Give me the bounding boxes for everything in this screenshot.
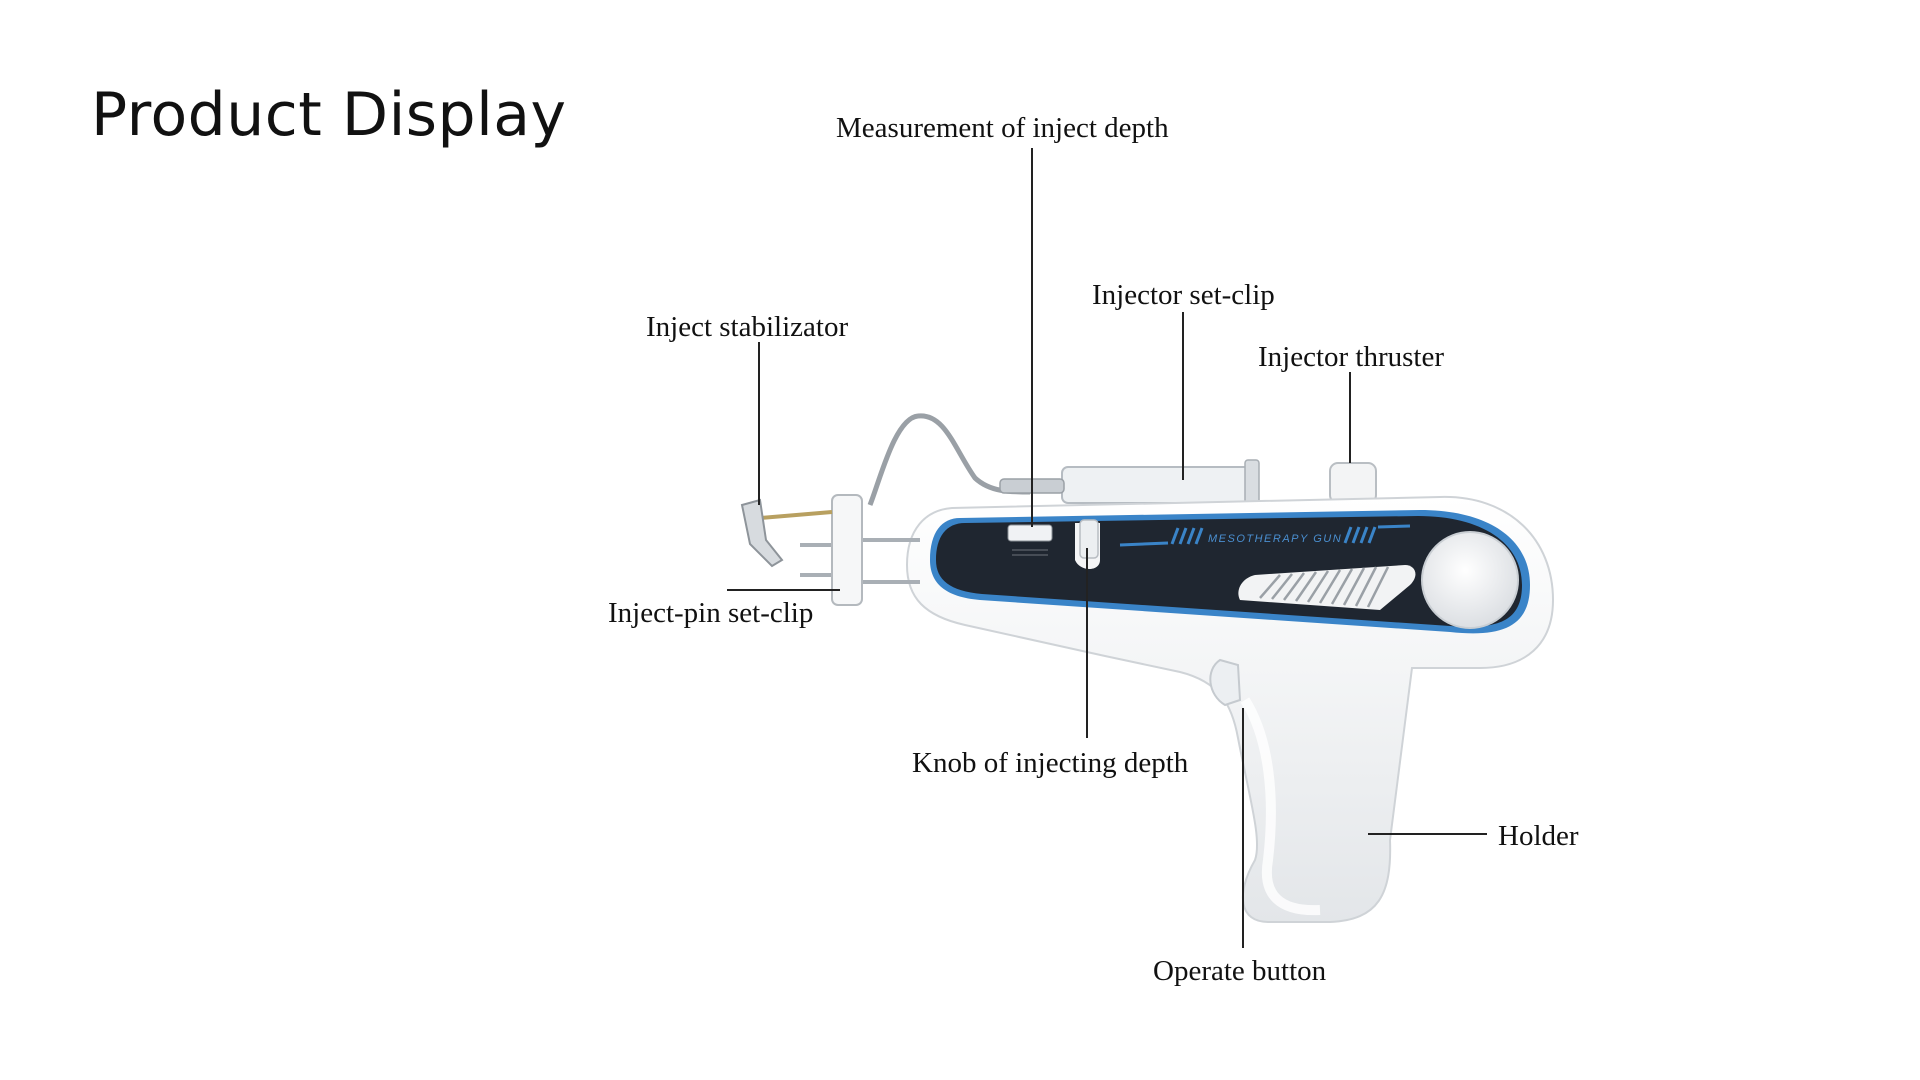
label-operate-button: Operate button <box>1153 955 1327 987</box>
depth-window <box>1007 524 1053 542</box>
grip <box>1240 697 1321 916</box>
tube-hose <box>867 413 1031 506</box>
label-inject-pin-set-clip: Inject-pin set-clip <box>608 597 813 629</box>
thruster <box>1329 462 1377 504</box>
brand-text: MESOTHERAPY GUN <box>1208 533 1342 545</box>
label-injector-thruster: Injector thruster <box>1258 341 1444 373</box>
label-inject-stabilizator: Inject stabilizator <box>646 311 848 343</box>
mesotherapy-gun: MESOTHERAPY GUN <box>740 413 1555 923</box>
part-labels: Measurement of inject depth Injector set… <box>608 112 1579 987</box>
leader-lines <box>727 148 1487 948</box>
label-measurement: Measurement of inject depth <box>836 112 1169 144</box>
label-holder: Holder <box>1498 820 1579 852</box>
label-injector-set-clip: Injector set-clip <box>1092 279 1275 311</box>
brand-stripes <box>1119 524 1411 547</box>
page-title: Product Display <box>91 80 567 150</box>
label-knob-depth: Knob of injecting depth <box>912 747 1189 779</box>
operate-trigger <box>1209 658 1242 707</box>
syringe-barrel <box>1061 466 1253 504</box>
needle <box>759 510 833 520</box>
depth-knob <box>1079 519 1099 559</box>
depth-scale <box>1012 549 1048 556</box>
rear-disc <box>1421 531 1519 629</box>
pin-set-clip <box>831 494 863 606</box>
vent-slots <box>1259 566 1390 608</box>
stabilizator <box>740 498 784 568</box>
